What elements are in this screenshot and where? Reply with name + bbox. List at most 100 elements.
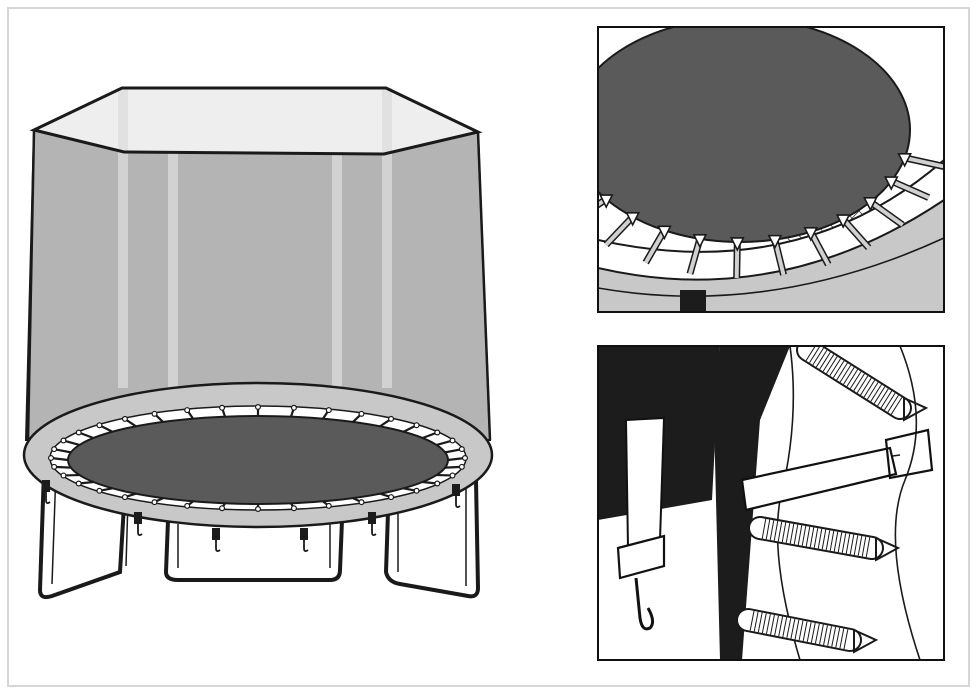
spring-coil [890,397,903,415]
spring-coil [765,519,771,540]
hook-icon [371,524,377,537]
net-hook-detail-panel [597,345,945,661]
leg-socket [680,290,706,312]
leg-right [383,479,481,599]
spring-hook [121,415,128,422]
net-strap [452,484,460,496]
mat-spring-coil [890,179,930,200]
spring-hook [151,499,158,506]
spring-hook [184,502,191,509]
spring-coil [814,623,820,644]
spring-coil [786,618,792,638]
spring-coil [829,530,835,551]
spring-hook [388,415,395,422]
spring-coil [749,610,755,631]
spring-hook [290,505,297,512]
spring-coil [823,625,828,646]
spring-coil [826,356,838,374]
v-ring [853,628,879,654]
spring-hook [60,437,67,444]
mat-spring-coil [869,200,904,227]
mat-springs [47,404,469,513]
spring-coil [846,369,859,387]
mesh-strand [941,309,944,312]
spring-coil [774,615,779,636]
v-ring [657,225,672,241]
spring-hook [60,472,67,479]
spring-hook [219,404,226,411]
diagonal-strap [740,446,898,512]
spring-hook [96,422,103,429]
spring-coil [819,352,831,370]
spring-hook [121,494,128,501]
spring-coil [825,530,831,551]
spring-hook [96,487,103,494]
spring-coil [887,394,899,413]
net-edge-right [476,131,492,441]
spring-coil [789,523,795,544]
outer-frame [7,7,970,687]
v-ring [897,153,912,168]
spring-coil [753,611,759,632]
mat-spring-coil [533,154,574,162]
spring-hook [434,480,441,487]
mat-spring-coil [644,229,667,264]
spring-coil [781,522,787,543]
spring-coil [773,520,779,541]
spring-coil [821,529,827,550]
spring-buckle [884,428,934,480]
v-ring [692,234,708,249]
mat-spring-coil [841,217,871,249]
net-top-opening [34,88,478,154]
v-ring [803,227,819,242]
trampoline-legs [37,469,481,600]
spring-coil [809,346,821,364]
spring-coil [835,627,841,648]
v-ring [883,176,899,191]
spring-coil [836,362,848,381]
mesh-strand [941,209,944,213]
leg-front-left [163,519,344,582]
hook-icon [137,524,143,537]
mat-spring [533,154,574,162]
spring-hook [325,407,332,414]
spring-coil [831,626,837,647]
pole [168,152,178,402]
net-hooks [42,480,461,553]
pole [382,88,392,388]
spring-coil [761,518,767,539]
spring-coil [805,526,811,547]
spring-coil [793,524,799,545]
spring-hook [434,429,441,436]
spring-hook [413,487,420,494]
spring-coil [798,620,804,641]
v-ring [863,197,878,212]
net-strap [300,528,308,540]
spring-coil [757,612,763,633]
pad-edge [598,237,944,297]
spring-coil [806,622,812,642]
jumping-mat-closeup [598,27,911,243]
v-ring [598,194,614,209]
spring-coil [839,628,845,649]
strap-buckle [616,534,666,580]
spring-coil [819,624,824,645]
spring-hook [458,463,465,470]
spring-coil [790,618,796,639]
panel-border-bottom [597,345,945,661]
spring-hook [290,404,297,411]
spring-coil [849,534,855,555]
spring-coil [843,367,855,385]
spring-hook [388,494,395,501]
spring-hook [358,410,365,417]
enclosure-poles [118,88,392,402]
v-ring [875,536,901,562]
spring-coil [770,614,775,635]
spring-coil [822,354,835,372]
spring-coil [884,392,896,411]
v-ring [580,174,592,186]
spring-coil [769,520,775,541]
hook-icon [455,496,461,509]
spring-hook [462,455,469,462]
